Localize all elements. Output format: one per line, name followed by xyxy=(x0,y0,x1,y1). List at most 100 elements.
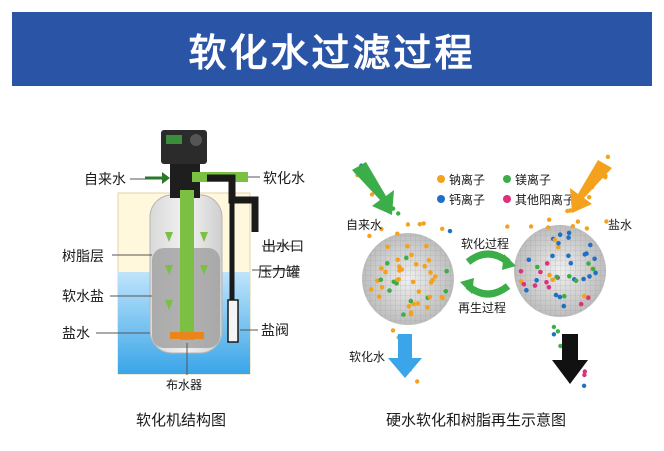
ion-dot xyxy=(562,293,567,299)
ion-dot xyxy=(409,252,414,258)
ion-dot xyxy=(566,235,571,240)
ion-dot xyxy=(430,277,435,283)
softening-cycle-arrow xyxy=(465,250,511,265)
ion-dot xyxy=(535,264,540,270)
legend-sodium: 钠离子 xyxy=(449,172,485,187)
ion-dot xyxy=(573,278,579,284)
ion-dot xyxy=(401,312,406,317)
waste-output-arrow xyxy=(552,334,588,384)
label-outlet: 出水口 xyxy=(262,239,304,255)
ion-dot xyxy=(604,219,609,224)
label-resin-layer: 树脂层 xyxy=(62,249,104,265)
ion-dot xyxy=(518,269,524,274)
legend-calcium: 钙离子 xyxy=(449,192,485,207)
ion-dot xyxy=(518,279,524,284)
ion-dot xyxy=(385,244,390,249)
ion-dot xyxy=(422,263,428,269)
ion-dot xyxy=(425,305,430,310)
control-dial xyxy=(190,134,202,146)
ion-dot xyxy=(405,222,411,227)
leader-lines xyxy=(96,176,300,375)
ions-left-ball xyxy=(368,243,450,317)
label-softening-salt: 软水盐 xyxy=(62,289,104,305)
soft-water-output-arrow xyxy=(388,334,422,378)
ion-dot xyxy=(521,282,527,287)
label-regeneration-process: 再生过程 xyxy=(458,300,506,315)
ion-dot xyxy=(547,272,552,278)
ion-dot xyxy=(547,217,552,222)
distributor xyxy=(170,332,204,339)
ion-dot xyxy=(433,274,438,279)
ion-dot xyxy=(566,230,572,236)
ion-dot xyxy=(551,332,557,337)
caption-left: 软化机结构图 xyxy=(136,411,226,429)
ion-dot xyxy=(368,287,374,292)
ion-dot xyxy=(411,301,416,307)
flow-arrows xyxy=(165,232,208,310)
ion-dot xyxy=(395,277,400,283)
page-title: 软化水过滤过程 xyxy=(188,30,476,75)
ion-dot xyxy=(426,258,432,263)
ion-dot xyxy=(568,260,574,266)
ion-dot xyxy=(408,311,414,317)
label-salt-valve: 盐阀 xyxy=(261,323,289,339)
label-tap-water-right: 自来水 xyxy=(346,218,382,232)
ion-dot xyxy=(526,257,532,263)
control-display xyxy=(166,135,182,144)
ion-dot xyxy=(410,279,416,285)
ion-dot xyxy=(550,253,555,259)
legend-dot-calcium xyxy=(437,195,445,203)
ion-dot xyxy=(532,283,538,288)
ion-dot xyxy=(367,233,372,239)
ion-dot xyxy=(440,295,445,301)
ion-dot xyxy=(440,226,445,231)
ion-dot xyxy=(566,253,571,259)
ion-dot xyxy=(379,285,385,290)
ion-dot xyxy=(396,211,401,216)
ion-dot xyxy=(582,293,587,299)
ion-dot xyxy=(570,224,576,229)
ion-dot xyxy=(524,288,529,293)
legend-dot-other xyxy=(503,195,511,203)
resin-ball-right xyxy=(514,225,606,317)
brine-inlet-arrow xyxy=(570,160,612,213)
ion-dot xyxy=(556,241,561,246)
legend-dot-magnesium xyxy=(503,175,511,183)
ion-dot xyxy=(390,328,396,333)
ion-dot xyxy=(444,268,450,274)
ion-dot xyxy=(379,266,384,271)
ion-dot xyxy=(417,222,422,227)
ion-dot xyxy=(561,303,567,309)
center-tube xyxy=(180,190,194,340)
ion-dot xyxy=(553,292,559,298)
ion-dot xyxy=(575,219,581,224)
ion-dot xyxy=(383,269,388,275)
softener-structure-diagram: 自来水 软化水 树脂层 出水口 压力罐 软水盐 盐水 盐阀 布水器 软化机结构图 xyxy=(62,130,305,429)
ion-dot xyxy=(447,228,453,234)
ion-dot xyxy=(385,261,390,266)
ion-dot xyxy=(550,277,556,283)
ion-dot xyxy=(406,304,412,309)
ion-dot xyxy=(369,192,375,197)
ion-dot xyxy=(427,294,433,300)
ion-dot xyxy=(581,276,586,282)
legend-dot-sodium xyxy=(437,175,445,183)
ion-dot xyxy=(397,264,402,269)
ion-dot xyxy=(578,301,584,307)
label-tap-water-left: 自来水 xyxy=(84,172,126,188)
ion-dot xyxy=(387,288,392,293)
ion-dot xyxy=(428,270,433,275)
ion-dot xyxy=(582,369,587,374)
label-distributor: 布水器 xyxy=(166,378,202,392)
ion-dot xyxy=(395,257,401,263)
ion-dot xyxy=(584,251,589,256)
ion-dot xyxy=(544,261,550,266)
inlet-arrowhead xyxy=(162,172,170,184)
ion-dot xyxy=(395,231,400,236)
ion-dot xyxy=(557,294,563,300)
ion-dot xyxy=(593,270,598,276)
ion-dot xyxy=(556,244,561,250)
ion-dot xyxy=(582,372,587,378)
caption-right: 硬水软化和树脂再生示意图 xyxy=(386,411,566,429)
ion-dot xyxy=(415,379,420,384)
